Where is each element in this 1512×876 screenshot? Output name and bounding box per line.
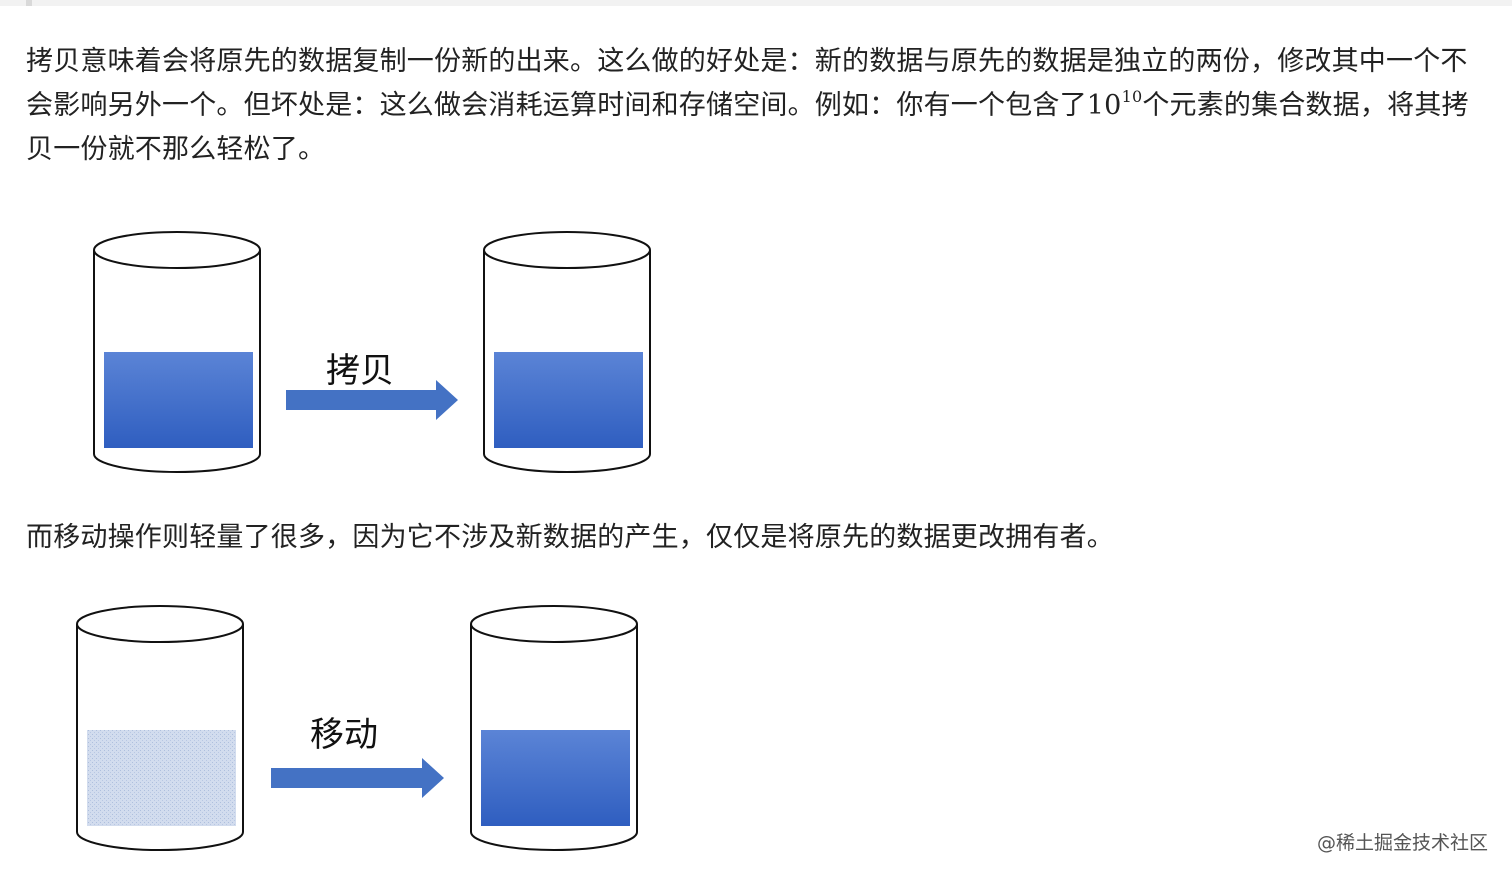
move-diagram: 移动	[76, 605, 638, 851]
target-data-block	[481, 730, 630, 826]
copy-label: 拷贝	[326, 351, 394, 391]
paragraph-copy-explanation: 拷贝意味着会将原先的数据复制一份新的出来。这么做的好处是：新的数据与原先的数据是…	[26, 40, 1486, 172]
source-cylinder	[93, 231, 261, 473]
paragraph-move-explanation: 而移动操作则轻量了很多，因为它不涉及新数据的产生，仅仅是将原先的数据更改拥有者。	[26, 522, 1114, 553]
target-cylinder	[483, 231, 651, 473]
moved-out-data-residue	[87, 730, 236, 826]
source-data-block	[104, 352, 253, 448]
target-cylinder	[470, 605, 638, 851]
watermark: @稀土掘金技术社区	[1316, 832, 1488, 854]
target-data-block	[494, 352, 643, 448]
paragraph1-text: 拷贝意味着会将原先的数据复制一份新的出来。这么做的好处是：新的数据与原先的数据是…	[26, 46, 1468, 121]
top-bar-accent	[26, 0, 32, 6]
top-scroll-bar	[0, 0, 1512, 6]
copy-diagram: 拷贝	[93, 231, 651, 473]
paragraph1-text-end: 个元素的集合数据，将其拷贝一份就不那么轻松了。	[26, 90, 1469, 165]
move-label: 移动	[310, 715, 378, 755]
copy-arrow: 拷贝	[286, 351, 458, 420]
exponent: 10	[1121, 87, 1143, 106]
source-cylinder-emptied	[76, 605, 244, 851]
move-arrow: 移动	[271, 715, 444, 798]
